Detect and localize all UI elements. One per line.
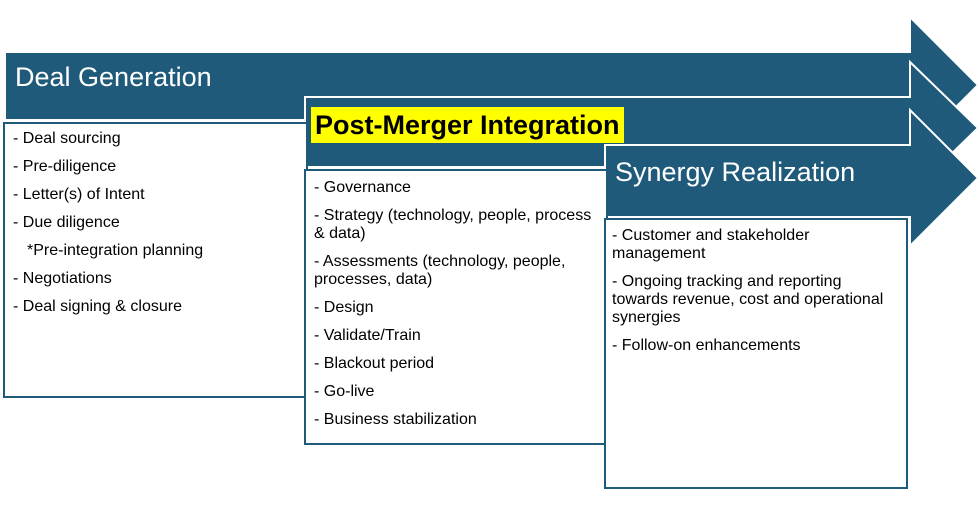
list-item: - Blackout period [314, 355, 435, 372]
synergy-realization-list: - Customer and stakeholder management - … [612, 227, 900, 355]
list-item: - Go-live [314, 383, 375, 400]
list-item: - Design [314, 299, 374, 316]
post-merger-integration-list: - Governance - Strategy (technology, peo… [314, 179, 598, 429]
list-item: - Assessments (technology, people, proce… [314, 253, 566, 288]
list-item: - Strategy (technology, people, process … [314, 207, 592, 242]
list-item: *Pre-integration planning [27, 242, 204, 259]
list-item: - Due diligence [13, 214, 120, 231]
list-item: - Letter(s) of Intent [13, 186, 145, 203]
list-item: - Deal sourcing [13, 130, 121, 147]
list-item: - Governance [314, 179, 411, 196]
post-merger-integration-title: Post-Merger Integration [311, 107, 624, 143]
synergy-realization-title: Synergy Realization [615, 157, 856, 187]
synergy-realization-box: - Customer and stakeholder management - … [604, 218, 908, 489]
list-item: - Follow-on enhancements [612, 337, 801, 354]
list-item: - Business stabilization [314, 411, 477, 428]
list-item: - Pre-diligence [13, 158, 117, 175]
list-item: - Validate/Train [314, 327, 421, 344]
list-item: - Deal signing & closure [13, 298, 182, 315]
deal-generation-title: Deal Generation [15, 62, 212, 92]
list-item: - Customer and stakeholder management [612, 227, 810, 262]
list-item: - Ongoing tracking and reporting towards… [612, 273, 884, 326]
list-item: - Negotiations [13, 270, 112, 287]
deal-generation-box: - Deal sourcing - Pre-diligence - Letter… [3, 122, 308, 398]
post-merger-integration-box: - Governance - Strategy (technology, peo… [304, 169, 608, 445]
synergy-realization-arrow [604, 107, 980, 249]
deal-generation-list: - Deal sourcing - Pre-diligence - Letter… [13, 130, 298, 316]
